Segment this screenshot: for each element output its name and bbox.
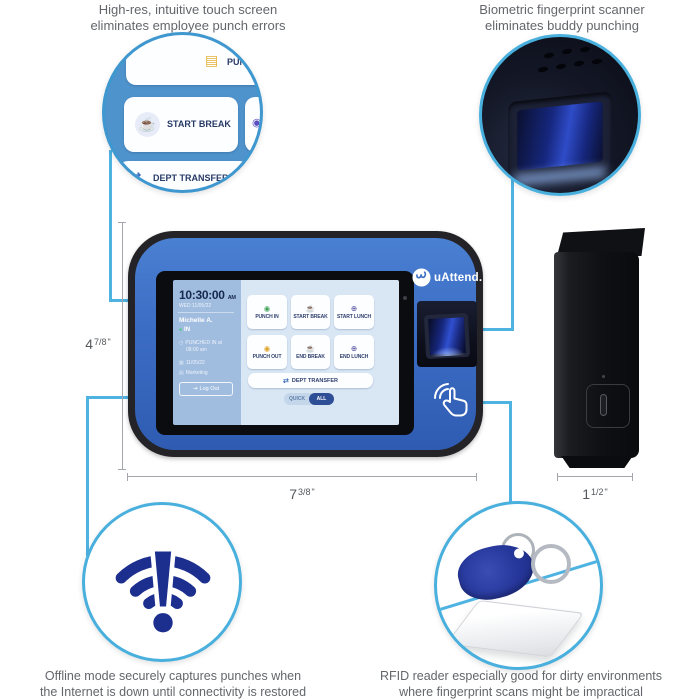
start-break-icon: ☕: [305, 303, 316, 313]
employee-name: Michelle A.: [179, 317, 213, 324]
date-info: ▦11/05/22: [179, 360, 205, 366]
department-info: ▤Marketing: [179, 370, 208, 376]
sidebar-divider: [178, 312, 234, 313]
reset-pinhole: [602, 375, 605, 378]
leader-line-offline-horizontal: [86, 396, 132, 399]
screen-sidebar: 10:30:00 AM WED 11/05/22 Michelle A. ●IN…: [173, 280, 241, 425]
vent-hole: [573, 60, 585, 67]
vent-hole: [543, 52, 555, 59]
status-dot-icon: ●: [179, 327, 183, 333]
punch-out-button[interactable]: ◉ PUNCH OUT: [247, 335, 287, 369]
fingerprint-zoom-circle: [479, 34, 641, 196]
depth-dimension-line: [557, 476, 633, 477]
clock-icon: ◷: [179, 340, 184, 346]
department-icon: ▤: [179, 370, 184, 376]
height-dimension-tick-bottom: [118, 469, 126, 470]
depth-dimension-tick-right: [632, 473, 633, 481]
zoom-partial-side-button[interactable]: ◉: [245, 97, 262, 152]
width-dimension-label: 73/8": [289, 486, 315, 502]
dept-transfer-button[interactable]: ⇄ DEPT TRANSFER: [248, 373, 373, 388]
leader-line-rfid-horizontal: [462, 401, 511, 404]
rfid-tap-icon: [433, 383, 468, 417]
start-lunch-button[interactable]: ⊕ START LUNCH: [334, 295, 374, 329]
device-side-top-cap: [557, 228, 645, 256]
depth-dimension-tick-left: [557, 473, 558, 481]
rfid-card: [445, 600, 585, 658]
start-lunch-icon: ⊕: [350, 303, 358, 313]
punch-status: ●IN: [179, 327, 191, 333]
logout-icon: ⇥: [192, 386, 198, 392]
vent-hole: [591, 58, 603, 65]
punch-doc-icon: ▤: [205, 52, 219, 68]
end-break-button[interactable]: ☕ END BREAK: [291, 335, 330, 369]
vent-hole: [561, 48, 573, 55]
fingerprint-scanner-window: [423, 312, 471, 360]
height-dimension-line: [122, 222, 123, 470]
camera-dot: [403, 296, 407, 300]
leader-line-fingerprint-vertical: [511, 178, 514, 330]
fingerprint-scanner[interactable]: [417, 301, 477, 367]
dept-transfer-icon: ⇄: [282, 377, 289, 385]
leader-line-rfid-vertical: [509, 401, 512, 505]
clock-time: 10:30:00 AM: [179, 288, 236, 302]
zoom-dept-transfer-button[interactable]: ⇄ DEPT TRANSFER: [118, 161, 250, 190]
punch-in-icon: ◉: [263, 303, 271, 313]
rfid-circle: [434, 501, 603, 670]
touchscreen-display[interactable]: 10:30:00 AM WED 11/05/22 Michelle A. ●IN…: [173, 280, 399, 425]
punch-button-grid: ◉ PUNCH IN ☕ START BREAK ⊕ START LUNCH: [241, 280, 399, 425]
height-dimension-label: 47/8": [85, 336, 111, 352]
punched-in-info: ◷PUNCHED IN at 08:00 am: [179, 340, 223, 353]
leader-line-fingerprint-horizontal: [469, 328, 514, 331]
usb-port-plate: [586, 384, 630, 428]
quick-all-toggle[interactable]: QUICK ALL: [284, 393, 334, 405]
toggle-all-selected[interactable]: ALL: [309, 393, 334, 405]
caption-offline: Offline mode securely captures punches w…: [39, 669, 307, 699]
depth-dimension-label: 11/2": [582, 486, 608, 502]
device-side-bottom-cap: [561, 456, 633, 468]
logout-button[interactable]: ⇥Log Out: [179, 382, 233, 396]
caption-rfid: RFID reader especially good for dirty en…: [379, 669, 663, 699]
start-break-button[interactable]: ☕ START BREAK: [291, 295, 330, 329]
leader-line-touch-vertical: [109, 150, 112, 301]
lunch-icon: ◉: [252, 117, 262, 129]
device-side-view: [554, 252, 639, 458]
screen-bezel: 10:30:00 AM WED 11/05/22 Michelle A. ●IN…: [156, 271, 414, 435]
key-ring-large: [531, 544, 571, 584]
uattend-logo: uAttend.: [412, 268, 482, 287]
width-dimension-line: [127, 476, 477, 477]
caption-touchscreen: High-res, intuitive touch screen elimina…: [90, 2, 286, 33]
device-front-face: 10:30:00 AM WED 11/05/22 Michelle A. ●IN…: [135, 238, 482, 450]
coffee-cup-icon: ☕: [135, 112, 160, 137]
touchscreen-zoom-circle: ▤ PUN ☕ START BREAK ◉ ⇄ DEPT TRANSFER: [102, 32, 263, 193]
calendar-icon: ▦: [179, 360, 184, 366]
brand-name: uAttend.: [434, 271, 483, 284]
shuffle-arrows-icon: ⇄: [131, 170, 142, 184]
vent-hole: [537, 66, 549, 73]
punch-out-icon: ◉: [263, 343, 271, 353]
width-dimension-tick-left: [127, 473, 128, 481]
zoom-partial-button[interactable]: ▤ PUN: [126, 35, 260, 85]
caption-fingerprint: Biometric fingerprint scanner eliminates…: [479, 2, 645, 33]
end-lunch-button[interactable]: ⊕ END LUNCH: [334, 335, 374, 369]
width-dimension-tick-right: [476, 473, 477, 481]
height-dimension-tick-top: [118, 222, 126, 223]
clock-date: WED 11/05/22: [179, 303, 212, 309]
zoom-start-break-button[interactable]: ☕ START BREAK: [124, 97, 238, 152]
uattend-logo-icon: [412, 268, 431, 287]
vent-hole: [579, 46, 591, 53]
usb-c-port: [600, 394, 607, 416]
offline-mode-circle: [82, 502, 242, 662]
time-clock-device: 10:30:00 AM WED 11/05/22 Michelle A. ●IN…: [128, 231, 483, 457]
vent-hole: [555, 63, 567, 70]
fingerprint-window-glow: [517, 101, 603, 171]
toggle-quick[interactable]: QUICK: [288, 396, 306, 402]
wifi-offline-icon: [115, 546, 211, 636]
end-break-icon: ☕: [305, 343, 316, 353]
leader-line-offline-vertical: [86, 396, 89, 556]
punch-in-button[interactable]: ◉ PUNCH IN: [247, 295, 287, 329]
end-lunch-icon: ⊕: [350, 343, 358, 353]
